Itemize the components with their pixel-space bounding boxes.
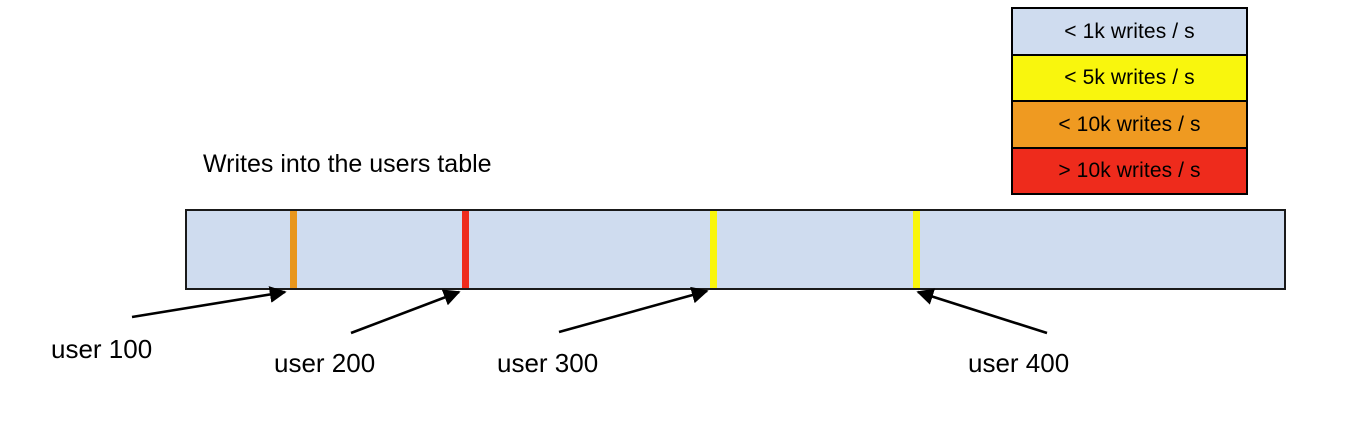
legend-label-lt-1k: < 1k writes / s (1064, 19, 1195, 43)
users-table-bar (185, 209, 1286, 290)
user-200-marker (462, 211, 469, 288)
arrow-user-200 (350, 289, 461, 335)
arrow-user-100 (131, 286, 287, 319)
legend-row-lt-5k: < 5k writes / s (1013, 55, 1246, 102)
callout-user-100: user 100 (51, 334, 153, 364)
legend-row-lt-10k: < 10k writes / s (1013, 102, 1246, 149)
bar-title: Writes into the users table (203, 150, 492, 178)
arrow-user-400 (916, 288, 1048, 335)
legend-row-gt-10k: > 10k writes / s (1013, 148, 1246, 193)
user-400-marker (913, 211, 920, 288)
callout-user-300: user 300 (497, 348, 599, 378)
user-100-marker (290, 211, 297, 288)
callout-user-200: user 200 (274, 348, 376, 378)
legend-row-lt-1k: < 1k writes / s (1013, 9, 1246, 56)
callout-user-400: user 400 (968, 348, 1070, 378)
writes-legend: < 1k writes / s < 5k writes / s < 10k wr… (1011, 7, 1248, 195)
legend-label-lt-10k: < 10k writes / s (1058, 112, 1201, 136)
legend-label-lt-5k: < 5k writes / s (1064, 66, 1195, 90)
legend-label-gt-10k: > 10k writes / s (1058, 159, 1201, 183)
user-300-marker (710, 211, 717, 288)
arrow-user-300 (558, 286, 709, 334)
